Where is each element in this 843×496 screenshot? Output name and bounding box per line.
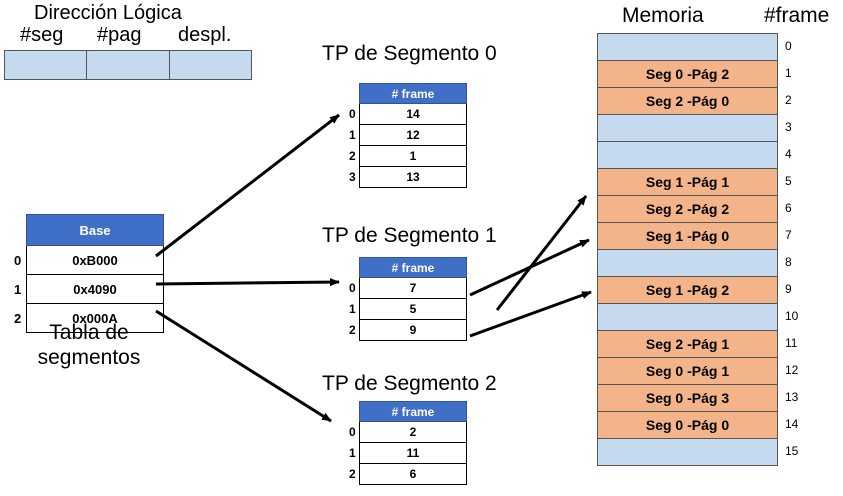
- segment-table-caption: Tabla de segmentos: [14, 320, 164, 370]
- arrow-seg0-to-pt0: [155, 113, 340, 258]
- memory-frame-14: Seg 0 -Pág 0: [597, 412, 778, 439]
- row-index: 0: [14, 252, 22, 268]
- frame-value: 5: [359, 298, 467, 320]
- arrow-seg1-to-pt1: [155, 278, 340, 287]
- frame-number-10: 10: [785, 309, 799, 323]
- frame-number-0: 0: [785, 39, 792, 53]
- arrow-pt1-p2-to-frame9: [469, 290, 592, 338]
- row-index: 1: [349, 302, 356, 316]
- frame-number-2: 2: [785, 93, 792, 107]
- frame-column-title: #frame: [764, 4, 830, 27]
- memory-frame-5: Seg 1 -Pág 1: [597, 169, 778, 196]
- memory-frame-12: Seg 0 -Pág 1: [597, 358, 778, 385]
- row-index: 1: [349, 128, 356, 142]
- logical-address-title: Dirección Lógica: [34, 2, 182, 24]
- caption-line: Tabla de: [49, 321, 129, 344]
- logical-address-box: [4, 50, 252, 80]
- frame-number-11: 11: [785, 336, 798, 350]
- row-index: 0: [349, 281, 356, 295]
- page-table-1-title: TP de Segmento 1: [322, 224, 497, 247]
- row-index: 2: [349, 323, 356, 337]
- field-label-pag: #pag: [97, 24, 142, 46]
- frame-number-15: 15: [785, 444, 799, 458]
- memory-frame-2: Seg 2 -Pág 0: [597, 88, 778, 115]
- pag-field: [87, 51, 170, 79]
- memory-frame-3: [597, 115, 778, 142]
- page-table-header: # frame: [359, 401, 467, 422]
- memory-frame-11: Seg 2 -Pág 1: [597, 331, 778, 358]
- memory-frame-10: [597, 304, 778, 331]
- page-table-header: # frame: [359, 83, 467, 104]
- frame-number-4: 4: [785, 147, 792, 161]
- despl-field: [169, 51, 251, 79]
- frame-number-1: 1: [785, 66, 792, 80]
- segment-table: Base 0 0xB000 1 0x4090 2 0x000A: [14, 214, 164, 333]
- segment-table-header: Base: [26, 214, 164, 246]
- frame-number-3: 3: [785, 120, 792, 134]
- caption-line: segmentos: [37, 346, 141, 369]
- memory-frame-9: Seg 1 -Pág 2: [597, 277, 778, 304]
- base-value: 0xB000: [26, 245, 164, 275]
- row-index: 1: [349, 446, 356, 460]
- arrow-pt1-p1-to-frame5: [495, 195, 588, 311]
- frame-number-6: 6: [785, 201, 792, 215]
- table-row: 0 0xB000: [14, 245, 164, 275]
- row-index: 0: [349, 107, 356, 121]
- row-index: 0: [349, 425, 356, 439]
- frame-value: 9: [359, 319, 467, 341]
- arrow-seg2-to-pt2: [155, 309, 332, 423]
- memory-frame-15: [597, 439, 778, 466]
- row-index: 2: [349, 149, 356, 163]
- page-table-0-title: TP de Segmento 0: [322, 42, 497, 65]
- row-index: 1: [14, 281, 22, 297]
- page-table-2-title: TP de Segmento 2: [322, 372, 497, 395]
- table-row: 2 0x000A: [14, 303, 164, 333]
- row-index: 2: [349, 467, 356, 481]
- field-label-seg: #seg: [20, 24, 64, 46]
- memory-frame-1: Seg 0 -Pág 2: [597, 61, 778, 88]
- table-row: 1 0x4090: [14, 274, 164, 304]
- frame-number-12: 12: [785, 363, 799, 377]
- frame-number-14: 14: [785, 417, 799, 431]
- frame-number-8: 8: [785, 255, 792, 269]
- row-index: 2: [14, 310, 22, 326]
- seg-field: [5, 51, 88, 79]
- page-table-header: # frame: [359, 257, 467, 278]
- memory-frame-6: Seg 2 -Pág 2: [597, 196, 778, 223]
- frame-number-9: 9: [785, 282, 792, 296]
- base-value: 0x000A: [26, 303, 164, 333]
- memory-frame-8: [597, 250, 778, 277]
- field-label-despl: despl.: [178, 24, 232, 46]
- frame-number-7: 7: [785, 228, 792, 242]
- memory-frame-13: Seg 0 -Pág 3: [597, 385, 778, 412]
- memory-frame-4: [597, 142, 778, 169]
- memory-title: Memoria: [622, 4, 704, 27]
- memory-frame-0: [597, 33, 778, 61]
- frame-value: 6: [359, 463, 467, 485]
- frame-number-5: 5: [785, 174, 792, 188]
- base-value: 0x4090: [26, 274, 164, 304]
- frame-number-13: 13: [785, 390, 799, 404]
- memory-frame-7: Seg 1 -Pág 0: [597, 223, 778, 250]
- row-index: 3: [349, 170, 356, 184]
- frame-value: 13: [359, 166, 467, 188]
